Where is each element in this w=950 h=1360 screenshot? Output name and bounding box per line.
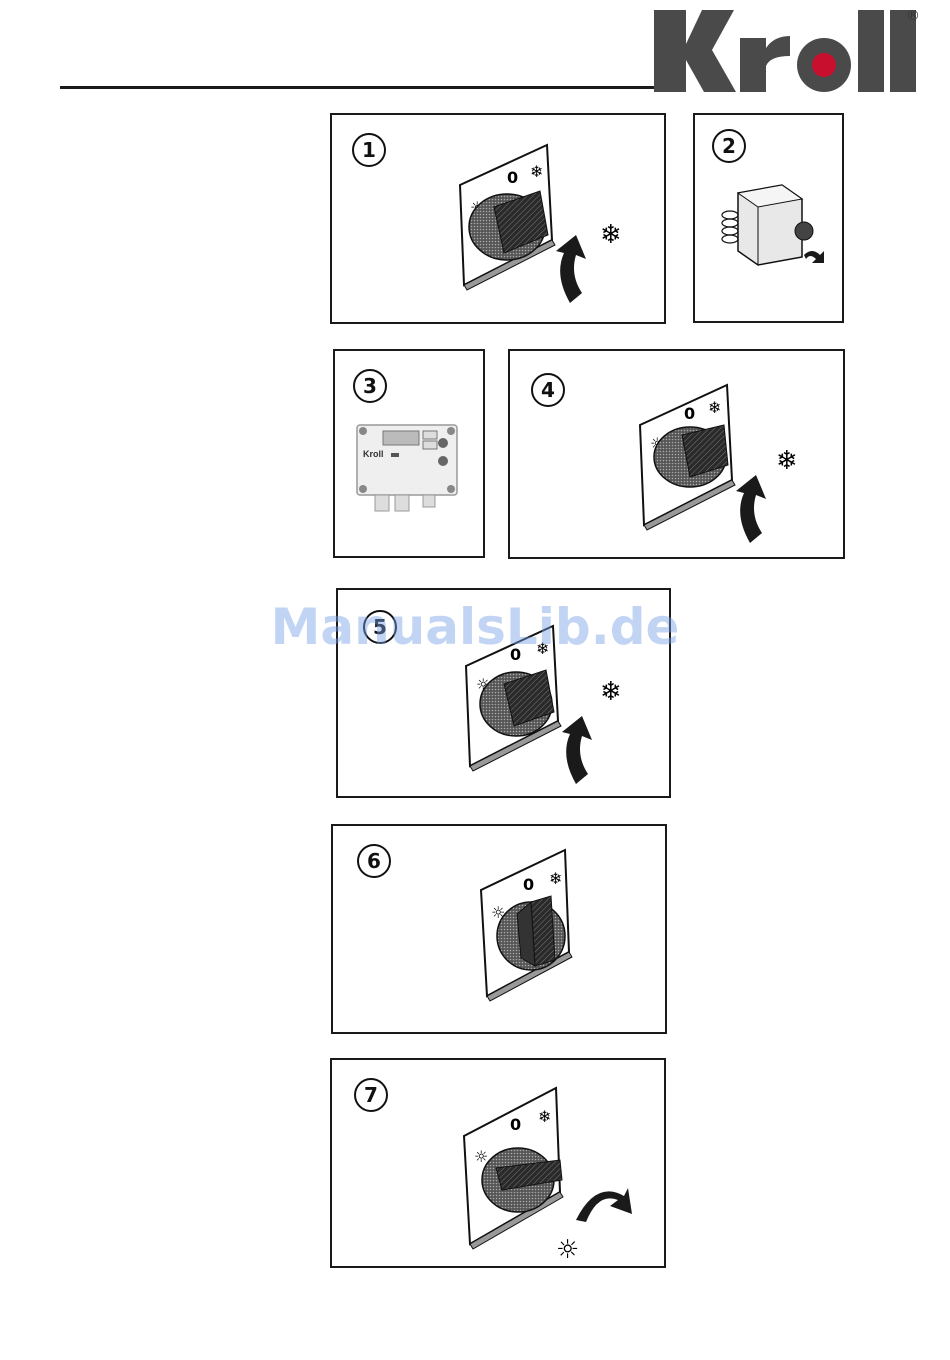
selector-dial-cooling: 0 ❄ ☼ ❄ xyxy=(458,616,668,796)
registered-mark: ® xyxy=(906,8,920,24)
selector-dial-cooling: 0 ❄ ☼ ❄ xyxy=(452,135,662,315)
panel-4: 4 0 ❄ ☼ ❄ xyxy=(508,349,845,559)
selector-dial-cooling: 0 ❄ ☼ ❄ xyxy=(632,375,842,555)
rotate-arrow-icon xyxy=(736,475,766,543)
snowflake-icon: ❄ xyxy=(536,639,549,658)
panel-7: 7 0 ❄ ☼ ☼ xyxy=(330,1058,666,1268)
panel-1: 1 0 ❄ ☼ ❄ xyxy=(330,113,666,324)
selector-dial-off: 0 ❄ ☼ xyxy=(473,844,633,1004)
dial-zero-label: 0 xyxy=(684,404,695,423)
selector-dial-heating: 0 ❄ ☼ ☼ xyxy=(456,1080,656,1260)
panel-6: 6 0 ❄ ☼ xyxy=(331,824,667,1034)
panel-3: 3 Kroll xyxy=(333,349,485,558)
dial-zero-label: 0 xyxy=(523,875,534,894)
control-unit-figure: Kroll xyxy=(353,421,463,516)
snowflake-icon: ❄ xyxy=(530,162,543,181)
step-badge-3: 3 xyxy=(353,369,387,403)
rotate-arrow-icon xyxy=(562,716,592,784)
rotate-arrow-icon xyxy=(576,1188,632,1222)
snowflake-icon: ❄ xyxy=(538,1107,551,1126)
device-brand-label: Kroll xyxy=(363,449,384,459)
sun-icon: ☼ xyxy=(556,1235,579,1260)
panel-5: 5 0 ❄ ☼ ❄ xyxy=(336,588,671,798)
sun-icon: ☼ xyxy=(474,1147,488,1166)
snowflake-icon: ❄ xyxy=(600,220,622,250)
dial-zero-label: 0 xyxy=(510,645,521,664)
kroll-logo xyxy=(652,8,922,94)
step-badge-1: 1 xyxy=(352,133,386,167)
snowflake-icon: ❄ xyxy=(776,446,798,476)
thermostat-knob-figure xyxy=(710,175,835,275)
snowflake-icon: ❄ xyxy=(549,869,562,888)
rotate-arrow-icon xyxy=(804,251,824,263)
dial-zero-label: 0 xyxy=(510,1115,521,1134)
rotate-arrow-icon xyxy=(556,235,586,303)
dial-zero-label: 0 xyxy=(507,168,518,187)
step-badge-6: 6 xyxy=(357,844,391,878)
step-badge-5: 5 xyxy=(363,610,397,644)
step-badge-2: 2 xyxy=(712,129,746,163)
snowflake-icon: ❄ xyxy=(708,398,721,417)
step-badge-7: 7 xyxy=(354,1078,388,1112)
snowflake-icon: ❄ xyxy=(600,677,622,707)
panel-2: 2 xyxy=(693,113,844,323)
step-badge-4: 4 xyxy=(531,373,565,407)
header-rule xyxy=(60,86,658,89)
